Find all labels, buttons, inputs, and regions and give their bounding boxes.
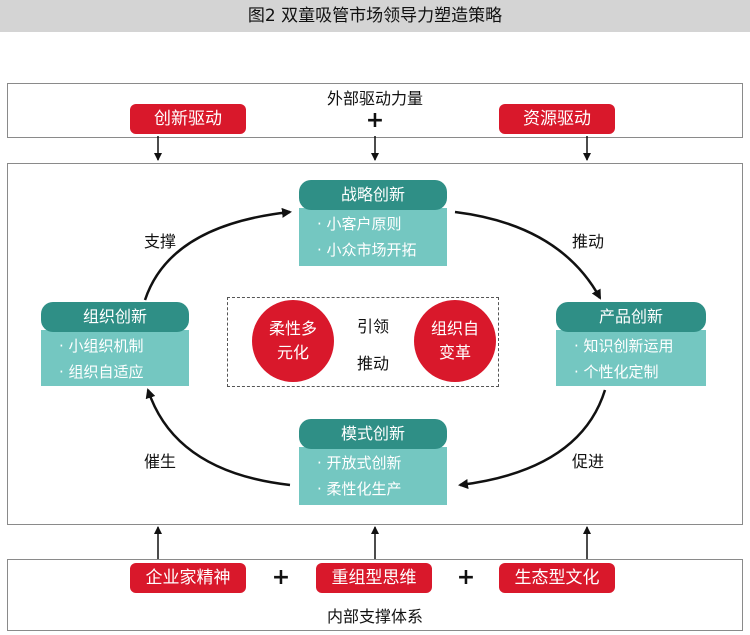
resource-drive-button: 资源驱动 [499,104,615,134]
product-item-2: · 个性化定制 [574,363,659,381]
restructuring-thinking-button: 重组型思维 [316,563,432,593]
center-label-push: 推动 [356,354,389,373]
product-innovation-title: 产品创新 [556,302,706,332]
model-item-2: · 柔性化生产 [317,480,402,498]
internal-plus-1: + [271,565,291,590]
internal-plus-2: + [456,565,476,590]
model-item-1: · 开放式创新 [317,454,402,472]
strategy-item-1: · 小客户原则 [317,215,402,233]
external-plus: + [365,108,385,133]
innovation-drive-button: 创新驱动 [130,104,246,134]
center-label-lead: 引领 [356,317,389,336]
flexible-diversification-text: 柔性多元化 [268,319,317,362]
strategy-item-2: · 小众市场开拓 [317,241,417,259]
internal-support-label: 内部支撑体系 [326,607,423,626]
ecological-culture-button: 生态型文化 [499,563,615,593]
model-innovation-body: · 开放式创新 · 柔性化生产 [299,447,447,505]
flexible-diversification-circle: 柔性多元化 [252,300,334,382]
external-forces-label: 外部驱动力量 [326,89,423,108]
organization-item-2: · 组织自适应 [59,363,144,381]
model-innovation-title: 模式创新 [299,419,447,449]
strategy-innovation-title: 战略创新 [299,180,447,210]
organizational-self-reform-text: 组织自变革 [430,319,479,362]
cycle-label-support: 支撑 [143,232,176,251]
organization-innovation-body: · 小组织机制 · 组织自适应 [41,330,189,386]
cycle-label-push: 推动 [571,232,604,251]
product-innovation-body: · 知识创新运用 · 个性化定制 [556,330,706,386]
product-item-1: · 知识创新运用 [574,337,674,355]
strategy-innovation-body: · 小客户原则 · 小众市场开拓 [299,208,447,266]
organizational-self-reform-circle: 组织自变革 [414,300,496,382]
organization-item-1: · 小组织机制 [59,337,144,355]
cycle-label-foster: 催生 [143,452,176,471]
cycle-label-promote: 促进 [571,452,604,471]
entrepreneurship-button: 企业家精神 [130,563,246,593]
page-title: 图2 双童吸管市场领导力塑造策略 [0,0,750,32]
organization-innovation-title: 组织创新 [41,302,189,332]
